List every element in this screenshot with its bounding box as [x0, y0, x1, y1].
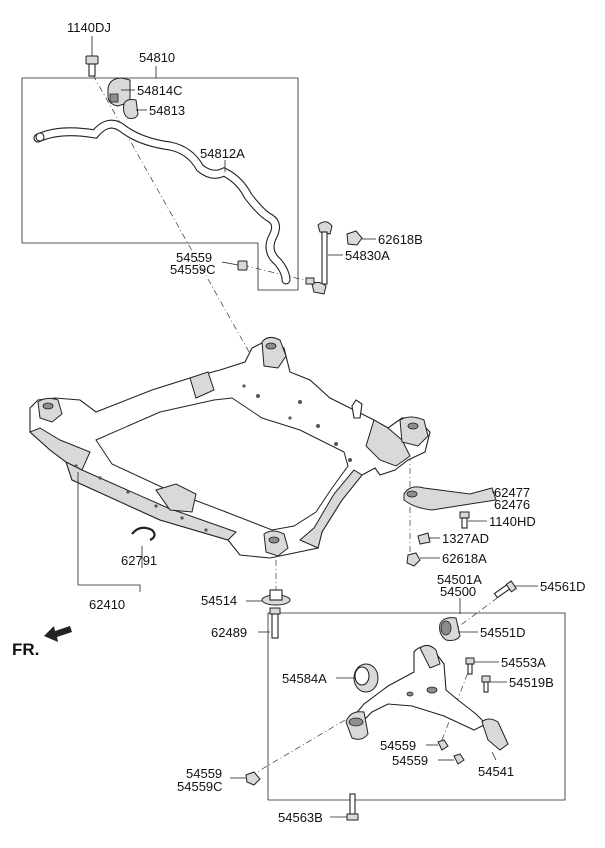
bolt-1140hd [459, 511, 470, 529]
label-62476: 62476 [494, 497, 530, 512]
label-62618a: 62618A [442, 551, 487, 566]
washer-1327ad [417, 532, 431, 545]
label-62791: 62791 [121, 553, 157, 568]
label-54584a: 54584A [282, 671, 327, 686]
label-54559c-top: 54559C [170, 262, 216, 277]
front-arrow-icon [44, 626, 72, 642]
label-54559c-bottom: 54559C [177, 779, 223, 794]
stabilizer-group-box [21, 77, 299, 291]
label-1140hd: 1140HD [489, 514, 536, 529]
nut-54559-bottom [245, 771, 261, 786]
label-62618b: 62618B [378, 232, 423, 247]
nut-62618b [346, 230, 363, 246]
label-54559-low: 54559 [392, 753, 428, 768]
front-direction-marker: FR. [12, 626, 72, 659]
label-62489: 62489 [211, 625, 247, 640]
bushing-54551d [439, 617, 461, 641]
lower-arm-group-box [267, 612, 566, 801]
label-54814c: 54814C [137, 83, 183, 98]
label-54563b: 54563B [278, 810, 323, 825]
bolt-54561d [493, 580, 518, 599]
label-54519b: 54519B [509, 675, 554, 690]
label-62477: 62477 [494, 485, 530, 500]
bracket-54541 [481, 718, 509, 751]
nut-54559-mid [437, 739, 449, 751]
bolt-62489 [269, 607, 281, 639]
label-54541: 54541 [478, 764, 514, 779]
label-54559-top: 54559 [176, 250, 212, 265]
nut-54559-low [453, 753, 465, 765]
bracket-62477 [403, 486, 497, 511]
label-62410: 62410 [89, 597, 125, 612]
label-54514: 54514 [201, 593, 237, 608]
label-54559-mid: 54559 [380, 738, 416, 753]
bolt-54519b [481, 675, 491, 693]
bolt-54563b [346, 793, 359, 821]
mount-54514 [261, 589, 291, 606]
nut-54559-top [237, 260, 248, 271]
label-54501a: 54501A [437, 572, 482, 587]
label-54813: 54813 [149, 103, 185, 118]
label-54810: 54810 [139, 50, 175, 65]
leader-lines [77, 36, 538, 818]
label-1327ad: 1327AD [442, 531, 489, 546]
label-54551d: 54551D [480, 625, 526, 640]
bolt-1140dj [85, 55, 99, 77]
ball-joint-socket [345, 711, 369, 740]
part-labels: 1140DJ 54810 54814C 54813 54812A 62618B … [67, 20, 586, 825]
label-54830a: 54830A [345, 248, 390, 263]
label-54500: 54500 [440, 584, 476, 599]
nut-62618a [406, 552, 421, 567]
label-54812a: 54812A [200, 146, 245, 161]
label-54561d: 54561D [540, 579, 586, 594]
bushing-54813 [123, 99, 139, 119]
clip-62791 [131, 526, 156, 541]
bushing-54584a [353, 663, 379, 693]
bolt-54553a [465, 657, 475, 675]
label-54553a: 54553A [501, 655, 546, 670]
subframe-62410 [29, 336, 431, 559]
label-54559-bottom: 54559 [186, 766, 222, 781]
front-label: FR. [12, 640, 39, 659]
label-1140dj: 1140DJ [67, 20, 111, 35]
stabilizer-bar-54812a [33, 119, 291, 285]
stabilizer-link-54830a [305, 221, 333, 295]
